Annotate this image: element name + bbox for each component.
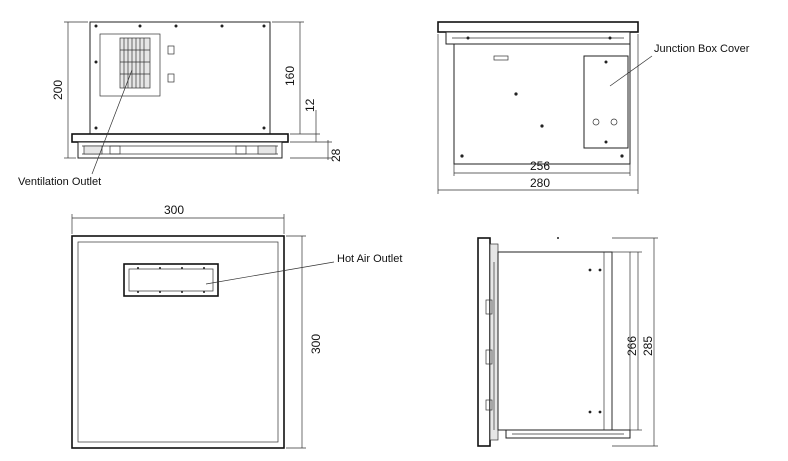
callout-ventilation-outlet: Ventilation Outlet [18,176,101,188]
hot-air-outlet [123,263,219,297]
junction-box-cover [583,55,629,149]
dim-front-height: 300 [309,334,323,354]
dim-side-body-height: 160 [283,66,297,86]
callout-hot-air-outlet: Hot Air Outlet [337,253,402,265]
top-view: 256 280 Junction Box Cover [437,21,750,194]
dim-front-width: 300 [164,203,184,217]
dim-side-gap: 12 [303,98,317,112]
dim-top-inner-width: 256 [530,159,550,173]
dim-side-flange: 28 [329,148,343,162]
side-view: 200 160 12 28 Ventilation Outlet [18,21,343,188]
dim-side-height: 200 [51,80,65,100]
callout-junction-box-cover: Junction Box Cover [654,43,750,55]
dim-side2-outer-height: 285 [641,336,655,356]
dim-top-outer-width: 280 [530,176,550,190]
side-view-2: 266 285 [477,237,658,447]
front-view: 300 300 Hot Air Outlet [71,203,402,449]
dim-side2-inner-height: 266 [625,336,639,356]
ventilation-grill [119,37,151,89]
